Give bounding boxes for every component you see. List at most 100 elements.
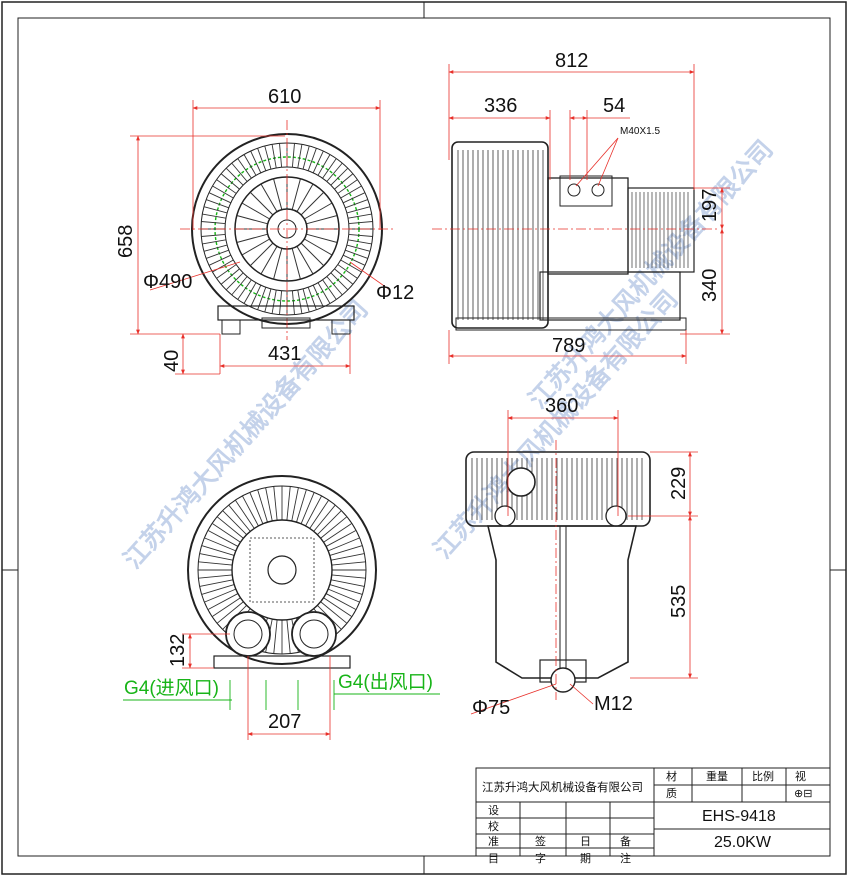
front-spoke <box>260 246 278 275</box>
front-fin <box>250 285 262 308</box>
rear-fin <box>207 593 239 610</box>
rear-fin <box>216 601 244 624</box>
front-fin <box>237 158 252 179</box>
rear-fin <box>291 487 299 522</box>
dim-side-total: 812 <box>555 50 588 72</box>
title-approve: 准 <box>488 835 499 848</box>
rear-fin <box>265 487 273 522</box>
front-view <box>180 120 395 340</box>
front-fin <box>208 192 231 204</box>
front-spoke <box>304 202 333 220</box>
rear-fin <box>201 545 235 556</box>
dim-side-336: 336 <box>484 95 517 117</box>
title-remark: 备 <box>620 834 631 848</box>
front-spoke <box>306 233 338 243</box>
rear-fin <box>222 510 247 535</box>
front-fin <box>202 239 227 245</box>
front-fin <box>330 272 349 291</box>
front-spoke <box>291 248 301 280</box>
front-spoke <box>300 191 325 216</box>
rear-fin <box>323 597 353 618</box>
bottom-view <box>465 440 651 700</box>
dim-front-width: 610 <box>268 86 301 108</box>
front-fin <box>225 272 244 291</box>
rear-fin <box>330 579 365 587</box>
front-fin <box>340 259 362 273</box>
front-spoke <box>260 183 278 212</box>
front-fin <box>250 150 262 173</box>
rear-fin <box>199 579 234 587</box>
title-check: 校 <box>488 819 499 833</box>
title-row-item: 目 <box>488 853 499 865</box>
rear-fin <box>249 492 264 524</box>
front-fin <box>216 264 237 279</box>
rear-fin <box>234 499 255 529</box>
front-spoke <box>236 215 268 225</box>
front-fin <box>337 179 358 194</box>
title-scale: 比例 <box>752 769 774 783</box>
front-fin <box>231 276 248 296</box>
dim-bottom-535: 535 <box>668 585 690 618</box>
dim-front-circle: Φ490 <box>143 271 192 293</box>
front-fin <box>216 179 237 194</box>
rear-fin <box>300 492 315 524</box>
front-fin <box>337 264 358 279</box>
front-fin <box>291 143 295 168</box>
front-fin <box>201 233 226 237</box>
front-spoke <box>291 178 301 210</box>
front-fin <box>208 254 231 266</box>
front-fin <box>347 213 372 219</box>
front-fin <box>334 173 354 190</box>
dim-bottom-360: 360 <box>545 395 578 417</box>
rear-fin <box>328 537 360 552</box>
rear-fin <box>204 537 236 552</box>
front-fin <box>302 145 310 170</box>
rear-fin <box>296 489 307 523</box>
front-fin <box>348 233 373 237</box>
rear-fin <box>320 516 348 539</box>
front-fin <box>202 213 227 219</box>
rear-fin <box>257 489 268 523</box>
rear-fin <box>329 545 363 556</box>
dim-side-54: 54 <box>603 95 625 117</box>
dim-side-thread: M40X1.5 <box>620 126 660 137</box>
rear-fin <box>330 553 365 561</box>
dim-bottom-m12: M12 <box>594 693 633 715</box>
title-power: 25.0KW <box>714 834 772 851</box>
rear-fin <box>331 561 366 566</box>
rear-fin <box>305 495 322 527</box>
front-fin <box>279 143 283 168</box>
front-fin <box>257 148 267 171</box>
title-model: EHS-9418 <box>702 808 776 825</box>
front-fin <box>212 259 234 273</box>
rear-fin <box>242 495 259 527</box>
dim-bottom-229: 229 <box>668 467 690 500</box>
title-block <box>475 767 831 857</box>
side-dimensions <box>448 64 730 364</box>
dim-front-foot-span: 431 <box>268 343 301 365</box>
bottom-dimensions <box>470 410 698 715</box>
title-date: 日 <box>580 836 591 848</box>
front-spoke <box>273 178 283 210</box>
front-fin <box>264 145 272 170</box>
front-fin <box>330 167 349 186</box>
front-dimensions <box>130 100 391 375</box>
front-spoke <box>304 238 333 256</box>
rear-dimensions <box>182 633 331 740</box>
front-fin <box>237 279 252 300</box>
rear-fin <box>331 574 366 579</box>
front-fin <box>312 285 324 308</box>
title-design: 设 <box>488 804 499 817</box>
rear-fin <box>273 486 278 521</box>
front-spoke <box>296 183 314 212</box>
port-inlet-label: G4(进风口) <box>124 677 219 699</box>
front-spoke <box>300 242 325 267</box>
title-view-symbol: ⊕⊟ <box>794 788 812 800</box>
front-fin <box>343 192 366 204</box>
rear-view <box>187 475 377 669</box>
port-leaders <box>123 680 440 710</box>
side-view <box>432 141 720 331</box>
front-spoke <box>306 215 338 225</box>
front-spoke <box>249 242 274 267</box>
